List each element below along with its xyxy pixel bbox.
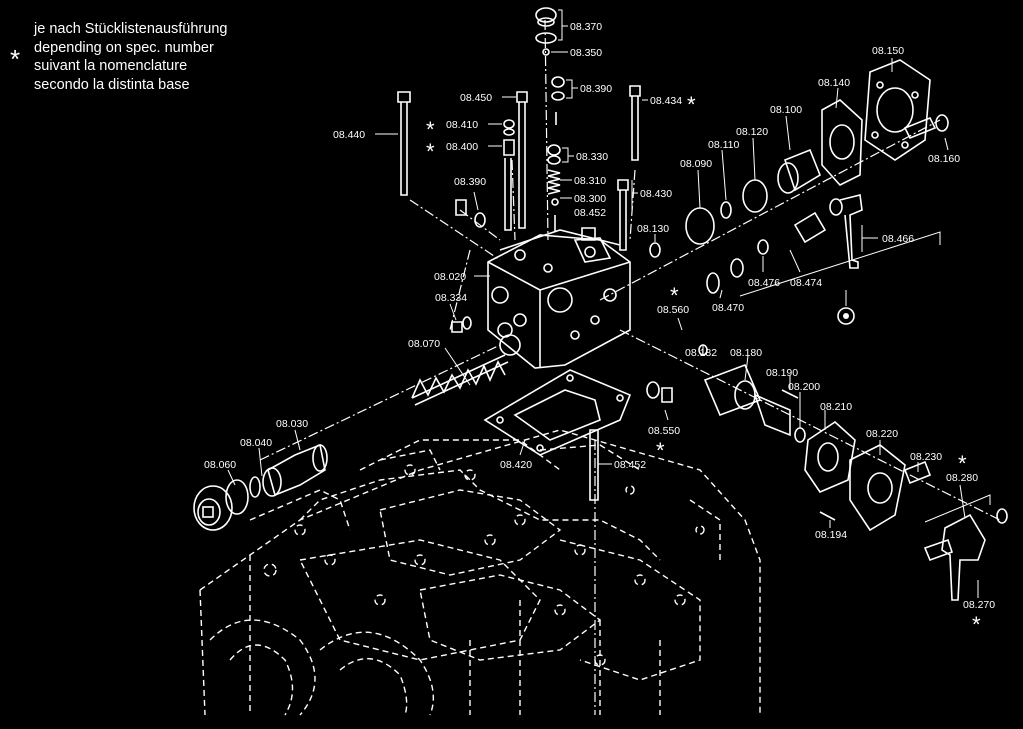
label-08-182: 08.182 — [685, 347, 717, 359]
part-labels: 08.370 08.350 08.390 08.450 08.434 08.44… — [204, 21, 995, 611]
label-08-434: 08.434 — [650, 95, 682, 107]
label-08-466: 08.466 — [882, 233, 914, 245]
label-08-150: 08.150 — [872, 45, 904, 57]
gasket-08-420 — [483, 369, 632, 456]
label-08-090: 08.090 — [680, 158, 712, 170]
label-08-390-top: 08.390 — [580, 83, 612, 95]
label-08-220: 08.220 — [866, 428, 898, 440]
label-08-030: 08.030 — [276, 418, 308, 430]
label-08-160: 08.160 — [928, 153, 960, 165]
label-08-280: 08.280 — [946, 472, 978, 484]
asterisk-08-400: * — [426, 139, 435, 164]
label-08-130: 08.130 — [637, 223, 669, 235]
label-08-450: 08.450 — [460, 92, 492, 104]
label-08-452-bottom: 08.452 — [614, 459, 646, 471]
legend-line-it: secondo la distinta base — [34, 76, 190, 93]
label-08-370: 08.370 — [570, 21, 602, 33]
label-08-100: 08.100 — [770, 104, 802, 116]
label-08-194: 08.194 — [815, 529, 847, 541]
valve-spool-group — [646, 344, 1008, 601]
label-08-390-left: 08.390 — [454, 176, 486, 188]
stud-08-452 — [589, 429, 599, 501]
control-valve-housing — [487, 229, 631, 369]
asterisk-symbol: * — [10, 44, 21, 74]
label-08-474: 08.474 — [790, 277, 822, 289]
label-08-180: 08.180 — [730, 347, 762, 359]
label-08-110: 08.110 — [708, 139, 739, 151]
asterisk-08-560: * — [670, 283, 679, 308]
label-08-476: 08.476 — [748, 277, 780, 289]
label-08-140: 08.140 — [818, 77, 850, 89]
label-08-230: 08.230 — [910, 451, 942, 463]
leader-lines — [227, 9, 979, 598]
label-08-300: 08.300 — [574, 193, 606, 205]
asterisk-markers: * * * * * * * — [426, 92, 981, 637]
engine-block-outline — [199, 429, 761, 716]
label-08-560: 08.560 — [657, 304, 689, 316]
label-08-270: 08.270 — [963, 599, 995, 611]
label-08-330: 08.330 — [576, 151, 608, 163]
label-08-410: 08.410 — [446, 119, 478, 131]
label-08-452-top: 08.452 — [574, 207, 606, 219]
label-08-430: 08.430 — [640, 188, 672, 200]
label-08-420: 08.420 — [500, 459, 532, 471]
label-08-334: 08.334 — [435, 292, 467, 304]
label-08-440: 08.440 — [333, 129, 365, 141]
legend-line-fr: suivant la nomenclature — [34, 58, 188, 74]
label-08-310: 08.310 — [574, 175, 606, 187]
legend-line-en: depending on spec. number — [34, 39, 214, 56]
label-08-550: 08.550 — [648, 425, 680, 437]
label-08-120: 08.120 — [736, 126, 768, 138]
asterisk-08-270: * — [972, 612, 981, 637]
label-08-210: 08.210 — [820, 401, 852, 413]
asterisk-08-434: * — [687, 92, 696, 117]
label-08-060: 08.060 — [204, 459, 236, 471]
label-08-020: 08.020 — [434, 271, 466, 283]
pressure-regulator-group — [649, 59, 949, 325]
asterisk-08-410: * — [426, 117, 435, 142]
spring-piston-group — [193, 354, 509, 531]
label-08-040: 08.040 — [240, 437, 272, 449]
label-08-070: 08.070 — [408, 338, 440, 350]
label-08-470: 08.470 — [712, 302, 744, 314]
label-08-400: 08.400 — [446, 141, 478, 153]
label-08-200: 08.200 — [788, 381, 820, 393]
legend-lines: je nach Stücklistenausführung depending … — [34, 20, 227, 94]
legend-line-de: je nach Stücklistenausführung — [34, 21, 228, 37]
asterisk-08-550: * — [656, 438, 665, 463]
label-08-190: 08.190 — [766, 367, 798, 379]
asterisk-08-280: * — [958, 451, 967, 476]
label-08-350: 08.350 — [570, 47, 602, 59]
assembly-center-lines — [259, 19, 1001, 715]
top-stack-parts — [397, 7, 641, 333]
